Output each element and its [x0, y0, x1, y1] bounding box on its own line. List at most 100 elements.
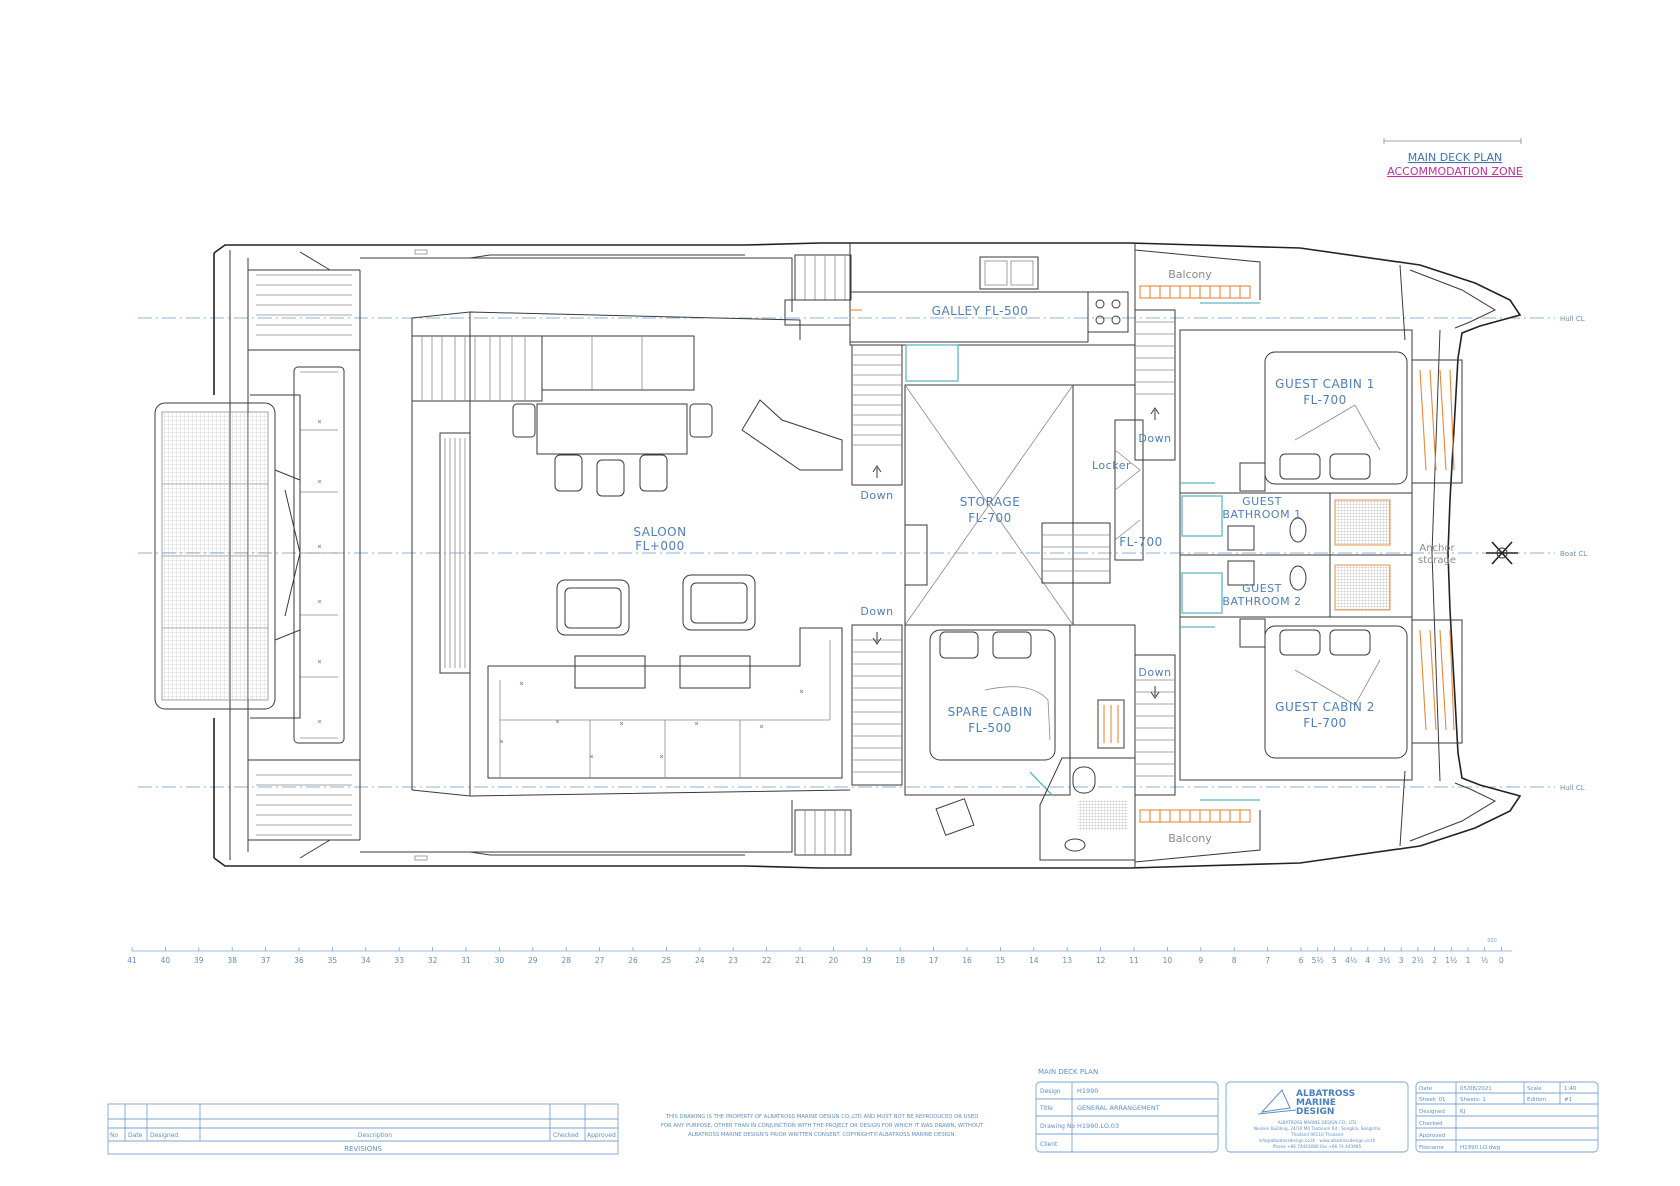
down-label-3: Down [1138, 432, 1171, 445]
info-cell: H1990.LO.dwg [1460, 1145, 1500, 1151]
scale-number: 40 [161, 956, 171, 965]
company-contact-1: info@albatrossdesign.co.th · www.albatro… [1259, 1138, 1376, 1143]
storage-level: FL-700 [968, 511, 1012, 525]
rev-header-date: Date [128, 1132, 143, 1139]
scale-number: 33 [394, 956, 404, 965]
guest-bathrooms: GUEST BATHROOM 1 GUEST BATHROOM 2 [1179, 492, 1413, 618]
galley-name: GALLEY FL-500 [932, 304, 1029, 318]
hull-cl-top-label: Hull CL [1560, 315, 1585, 323]
scale-number: 21 [795, 956, 805, 965]
spare-cabin: SPARE CABIN FL-500 [904, 624, 1071, 836]
scale-number: 5½ [1312, 956, 1324, 965]
scale-number: 30 [495, 956, 505, 965]
company-name-3: DESIGN [1296, 1107, 1334, 1117]
info-cell: Approved [1419, 1133, 1445, 1139]
down-label-4: Down [1138, 666, 1171, 679]
scale-number: 11 [1129, 956, 1139, 965]
scale-number: 8 [1232, 956, 1237, 965]
scale-number: 1 [1466, 956, 1471, 965]
header-line-2: ACCOMMODATION ZONE [1387, 165, 1523, 178]
tb-label-design: Design [1040, 1088, 1061, 1095]
corridor: Locker FL-700 [1039, 243, 1162, 868]
guest-cabins: GUEST CABIN 1 FL-700 GUEST CABIN 2 FL-70… [1179, 329, 1413, 781]
title-block-heading: MAIN DECK PLAN [1038, 1068, 1098, 1076]
guest-bathroom-2-line-1: GUEST [1242, 582, 1282, 595]
tb-label-client: Client [1040, 1141, 1058, 1148]
locker-label: Locker [1092, 459, 1131, 472]
tb-label-title: Title [1039, 1105, 1053, 1112]
info-cell: #1 [1564, 1097, 1572, 1103]
saloon-area: SALOON FL+000 [360, 249, 851, 861]
company-contact-2: Phone +66 74443080 Fax +66 74 443985 [1273, 1144, 1362, 1149]
disclaimer-line-2: FOR ANY PURPOSE, OTHER THAN IN CONJUNCTI… [661, 1123, 984, 1129]
info-cell: 1:40 [1564, 1086, 1577, 1092]
guest-cabin-1-name: GUEST CABIN 1 [1275, 377, 1375, 391]
balcony-top-label: Balcony [1168, 268, 1212, 281]
scale-number: 39 [194, 956, 204, 965]
revisions-footer: REVISIONS [344, 1145, 382, 1153]
rev-header-checked: Checked [553, 1132, 579, 1139]
info-cell: Sheet: 01 [1419, 1097, 1446, 1103]
disclaimer-line-3: ALBATROSS MARINE DESIGN'S PRIOR WRITTEN … [688, 1131, 956, 1138]
scale-number: 12 [1096, 956, 1106, 965]
scale-number: 7 [1265, 956, 1270, 965]
rev-header-approved: Approved [587, 1132, 616, 1139]
company-block: ALBATROSS MARINE DESIGN ALBATROSS MARINE… [1225, 1081, 1409, 1153]
scale-number: 28 [561, 956, 571, 965]
disclaimer: THIS DRAWING IS THE PROPERTY OF ALBATROS… [661, 1114, 984, 1138]
guest-cabin-2-name: GUEST CABIN 2 [1275, 700, 1375, 714]
tb-value-design: H1990 [1077, 1087, 1098, 1095]
platform-grating [163, 413, 267, 699]
scale-number: 29 [528, 956, 538, 965]
anchor-icon [1486, 541, 1518, 565]
scale-number: 17 [929, 956, 939, 965]
scale-number: 10 [1163, 956, 1173, 965]
plan-header: MAIN DECK PLAN ACCOMMODATION ZONE [1383, 138, 1523, 178]
scale-number: 5 [1332, 956, 1337, 965]
revisions-table: No Date Designed Description Checked App… [107, 1103, 619, 1155]
scale-number: 9 [1198, 956, 1203, 965]
scale-number: 3½ [1378, 956, 1390, 965]
company-address-1: Neilsen Building, 24/10 M4 Taatieum Rd.,… [1254, 1126, 1381, 1131]
header-line-1: MAIN DECK PLAN [1408, 151, 1503, 164]
rev-header-description: Description [358, 1132, 392, 1139]
scale-number: 27 [595, 956, 605, 965]
down-label-1: Down [860, 489, 893, 502]
stairs: Down Down [784, 254, 903, 856]
disclaimer-line-1: THIS DRAWING IS THE PROPERTY OF ALBATROS… [665, 1114, 979, 1120]
spare-cabin-name: SPARE CABIN [948, 705, 1033, 719]
storage-name: STORAGE [960, 495, 1021, 509]
balconies: Balcony Balcony [1134, 249, 1261, 863]
hull-outline [154, 242, 1522, 869]
guest-bathroom-1-line-2: BATHROOM 1 [1222, 508, 1301, 521]
centerlines: Hull CL Boat CL Hull CL [138, 315, 1587, 792]
scale-number: 36 [294, 956, 304, 965]
info-cell: Designed [1419, 1109, 1445, 1115]
scale-number: 31 [461, 956, 471, 965]
scale-number: 19 [862, 956, 872, 965]
scale-number: 32 [428, 956, 438, 965]
scale-number: 24 [695, 956, 705, 965]
scale-number: 25 [662, 956, 672, 965]
forward-stairs: Down Down [1134, 309, 1176, 796]
scale-number: 20 [829, 956, 839, 965]
scale-number: 6 [1299, 956, 1304, 965]
scale-number: 35 [328, 956, 338, 965]
scale-number: 34 [361, 956, 371, 965]
title-block: MAIN DECK PLAN Design H1990 Title GENERA… [1035, 1068, 1219, 1153]
info-cell: 05/08/2021 [1460, 1086, 1492, 1092]
scale-number: 41 [127, 956, 137, 965]
scale-number: 37 [261, 956, 271, 965]
info-cell: Sheets: 1 [1460, 1097, 1486, 1103]
balcony-bottom-label: Balcony [1168, 832, 1212, 845]
scale-number: 4 [1365, 956, 1370, 965]
storage: STORAGE FL-700 [904, 384, 1111, 626]
boat-cl-label: Boat CL [1560, 550, 1587, 558]
scale-number: 0 [1499, 956, 1504, 965]
galley: GALLEY FL-500 [849, 243, 1136, 382]
scale-unit-note: 500 [1487, 938, 1497, 944]
scale-number: ½ [1481, 956, 1488, 965]
info-cell: Edition [1527, 1097, 1547, 1103]
